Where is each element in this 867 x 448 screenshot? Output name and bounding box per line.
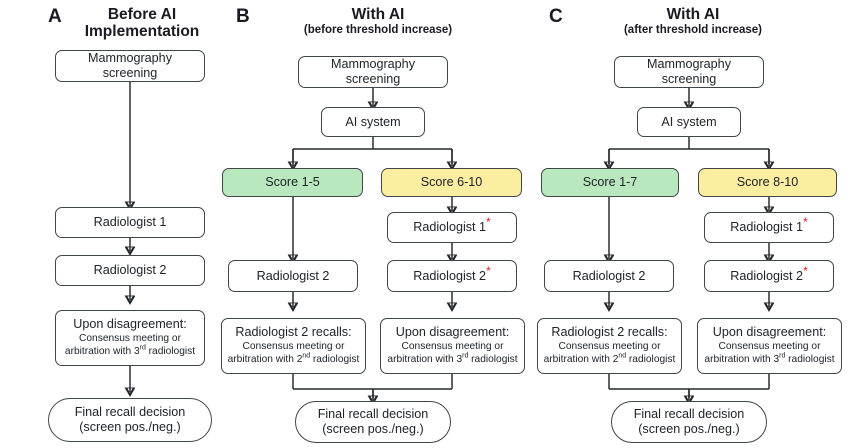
- node-a-upon-disagreement-line2: arbitration with 3rd radiologist: [64, 344, 196, 358]
- connector-b-merge-bus: [292, 374, 453, 398]
- node-c-upon-disagreement-title: Upon disagreement:: [712, 325, 827, 340]
- node-c-score-high[interactable]: Score 8-10: [698, 168, 837, 197]
- node-a-mammography-screening-label: Mammography screening: [88, 51, 172, 80]
- panel-label-b: B: [236, 6, 250, 27]
- connector-c-merge-bus: [608, 374, 770, 398]
- node-a-mammography-screening[interactable]: Mammography screening: [55, 50, 205, 82]
- panel-label-a: A: [48, 6, 62, 27]
- node-b-radiologist-2-label: Radiologist 2: [256, 268, 330, 283]
- panel-title-c-subtitle: (after threshold increase): [623, 24, 763, 37]
- node-b-radiologist-1-starred[interactable]: Radiologist 1*: [387, 212, 517, 243]
- panel-title-c-main: With AI: [666, 6, 720, 23]
- panel-title-c: With AI (after threshold increase): [578, 6, 808, 37]
- asterisk-icon: *: [486, 215, 491, 230]
- panel-title-a-line2: Implementation: [84, 23, 200, 41]
- node-b-radiologist-2-recalls-line1: Consensus meeting or: [242, 341, 345, 353]
- node-b-final-recall-decision[interactable]: Final recall decision (screen pos./neg.): [295, 401, 451, 443]
- node-c-radiologist-2-recalls-title: Radiologist 2 recalls:: [551, 325, 668, 340]
- node-a-final-recall-decision-line2: (screen pos./neg.): [79, 420, 181, 434]
- node-b-radiologist-2-recalls-line2: arbitration with 2nd radiologist: [227, 352, 360, 366]
- node-b-mammography-screening-label: Mammography screening: [331, 57, 415, 86]
- node-b-score-low-label: Score 1-5: [265, 175, 320, 190]
- node-c-final-recall-decision[interactable]: Final recall decision (screen pos./neg.): [611, 401, 767, 443]
- node-c-upon-disagreement[interactable]: Upon disagreement: Consensus meeting or …: [697, 318, 842, 374]
- panel-title-b: With AI (before threshold increase): [263, 6, 493, 37]
- node-a-radiologist-2-label: Radiologist 2: [93, 263, 167, 278]
- node-a-radiologist-1-label: Radiologist 1: [93, 215, 167, 230]
- node-a-radiologist-2[interactable]: Radiologist 2: [55, 255, 205, 286]
- node-c-mammography-screening[interactable]: Mammography screening: [614, 56, 764, 88]
- node-a-final-recall-decision-line1: Final recall decision: [74, 405, 186, 420]
- node-b-score-low[interactable]: Score 1-5: [222, 168, 363, 197]
- node-c-upon-disagreement-line1: Consensus meeting or: [718, 341, 821, 353]
- node-a-final-recall-decision[interactable]: Final recall decision (screen pos./neg.): [48, 398, 212, 442]
- node-b-upon-disagreement-line2: arbitration with 3rd radiologist: [387, 352, 518, 366]
- asterisk-icon: *: [486, 263, 491, 278]
- node-a-radiologist-1[interactable]: Radiologist 1: [55, 207, 205, 238]
- node-c-radiologist-1-starred-label: Radiologist 1*: [730, 215, 808, 235]
- node-c-radiologist-2-starred-label: Radiologist 2*: [730, 263, 808, 283]
- node-c-score-low[interactable]: Score 1-7: [541, 168, 679, 197]
- node-c-mammography-screening-label: Mammography screening: [647, 57, 731, 86]
- asterisk-icon: *: [803, 215, 808, 230]
- node-b-upon-disagreement[interactable]: Upon disagreement: Consensus meeting or …: [380, 318, 525, 374]
- node-b-ai-system[interactable]: AI system: [321, 107, 425, 137]
- node-b-radiologist-1-starred-label: Radiologist 1*: [413, 215, 491, 235]
- node-c-ai-system[interactable]: AI system: [637, 107, 741, 137]
- node-b-final-recall-decision-line1: Final recall decision: [317, 407, 429, 422]
- panel-title-a-line1: Before AI: [107, 6, 177, 23]
- node-c-radiologist-2-starred[interactable]: Radiologist 2*: [704, 260, 834, 292]
- node-b-mammography-screening[interactable]: Mammography screening: [298, 56, 448, 88]
- node-a-upon-disagreement-title: Upon disagreement:: [73, 317, 187, 332]
- node-b-ai-system-label: AI system: [345, 114, 401, 129]
- node-c-upon-disagreement-line2: arbitration with 3rd radiologist: [704, 352, 835, 366]
- panel-title-b-main: With AI: [351, 6, 405, 23]
- panel-label-c: C: [549, 6, 563, 27]
- node-b-radiologist-2-starred-label: Radiologist 2*: [413, 263, 491, 283]
- panel-title-b-subtitle: (before threshold increase): [303, 24, 453, 37]
- node-c-radiologist-2-recalls[interactable]: Radiologist 2 recalls: Consensus meeting…: [537, 318, 682, 374]
- node-b-radiologist-2-starred[interactable]: Radiologist 2*: [387, 260, 517, 292]
- node-c-ai-system-label: AI system: [661, 114, 717, 129]
- node-b-radiologist-2-recalls[interactable]: Radiologist 2 recalls: Consensus meeting…: [221, 318, 366, 374]
- node-c-radiologist-2-label: Radiologist 2: [572, 268, 646, 283]
- node-c-final-recall-decision-line1: Final recall decision: [633, 407, 745, 422]
- node-c-radiologist-2-recalls-line2: arbitration with 2nd radiologist: [543, 352, 676, 366]
- node-c-score-low-label: Score 1-7: [582, 175, 638, 190]
- asterisk-icon: *: [803, 263, 808, 278]
- node-c-radiologist-2-recalls-line1: Consensus meeting or: [558, 341, 661, 353]
- node-a-upon-disagreement-line1: Consensus meeting or: [79, 333, 181, 345]
- node-b-final-recall-decision-line2: (screen pos./neg.): [322, 422, 424, 436]
- panel-title-a: Before AI Implementation: [62, 6, 222, 41]
- node-c-radiologist-1-starred[interactable]: Radiologist 1*: [704, 212, 834, 243]
- node-c-radiologist-2[interactable]: Radiologist 2: [544, 260, 674, 292]
- node-c-score-high-label: Score 8-10: [736, 175, 799, 190]
- node-b-score-high-label: Score 6-10: [420, 175, 483, 190]
- connector-c-ai-split-bus: [608, 137, 770, 164]
- node-a-upon-disagreement[interactable]: Upon disagreement: Consensus meeting or …: [55, 310, 205, 366]
- connector-b-ai-split-bus: [292, 137, 453, 164]
- node-b-upon-disagreement-title: Upon disagreement:: [395, 325, 510, 340]
- node-b-upon-disagreement-line1: Consensus meeting or: [401, 341, 504, 353]
- node-b-radiologist-2-recalls-title: Radiologist 2 recalls:: [235, 325, 352, 340]
- node-c-final-recall-decision-line2: (screen pos./neg.): [638, 422, 740, 436]
- node-b-score-high[interactable]: Score 6-10: [381, 168, 522, 197]
- node-b-radiologist-2[interactable]: Radiologist 2: [228, 260, 358, 292]
